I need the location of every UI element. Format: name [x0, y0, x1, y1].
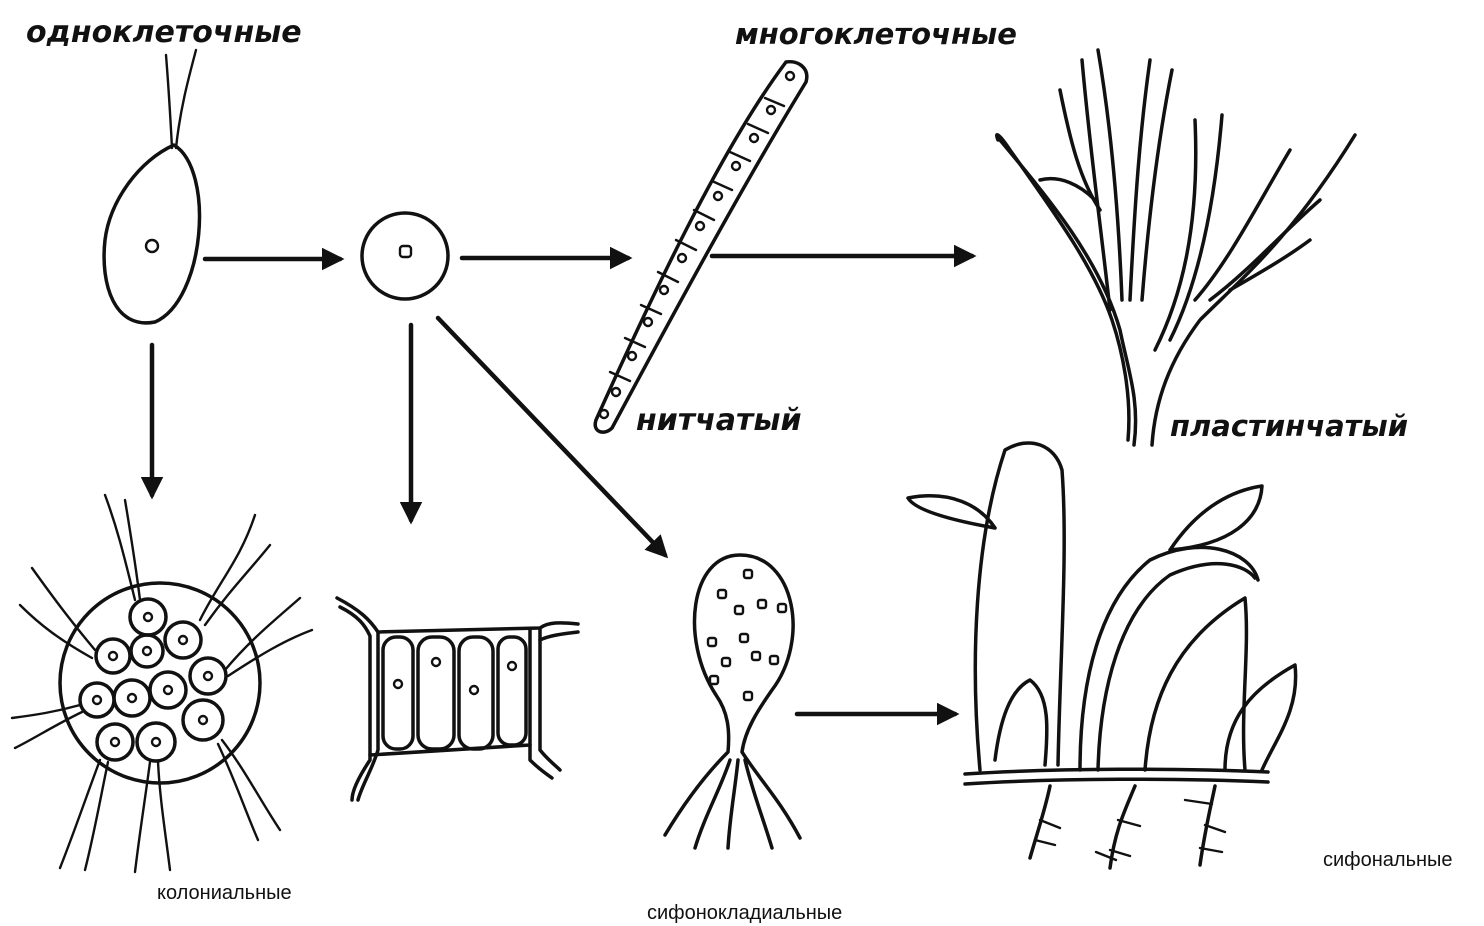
label-siphonocladial: сифонокладиальные	[647, 902, 842, 924]
stolon-top	[965, 769, 1268, 774]
leaflet-upper-right	[1170, 486, 1262, 550]
lamellar-thallus-drawing	[997, 50, 1355, 445]
cell-compartments	[383, 637, 526, 749]
rhizoid-1	[695, 760, 730, 848]
branch-f	[1155, 120, 1196, 350]
branch-d	[1142, 70, 1172, 300]
branch-i	[1210, 200, 1320, 300]
cell-body	[104, 145, 199, 323]
colony-cells	[80, 599, 226, 761]
siphonal-drawing	[908, 443, 1296, 868]
rhizoid-2	[728, 760, 738, 848]
right-branch	[540, 632, 578, 640]
flagellum-left	[166, 55, 172, 148]
label-lamellar: пластинчатый	[1170, 409, 1408, 443]
left-wall	[340, 607, 370, 800]
label-colonial: колониальные	[157, 882, 292, 904]
branch-b	[1098, 50, 1122, 300]
siphonocladial-drawing	[665, 555, 800, 848]
label-unicellular: одноклеточные	[26, 15, 302, 50]
nucleus	[400, 246, 411, 257]
top-wall	[337, 598, 578, 632]
stolon-bottom	[965, 779, 1268, 784]
filament-drawing	[595, 62, 807, 432]
label-multicellular: многоклеточные	[735, 17, 1017, 51]
siphon-nuclei	[708, 570, 786, 700]
frond-right	[1145, 598, 1246, 770]
frond-mid-inner	[1098, 564, 1255, 770]
label-siphonal: сифональные	[1323, 849, 1453, 871]
leaflet-left	[908, 496, 995, 528]
arrow-coccoid-to-siphonocladial	[438, 318, 665, 555]
filament-outline	[595, 62, 807, 432]
frond-tall	[975, 443, 1064, 770]
branch-e	[1060, 90, 1100, 210]
flagellum-right	[176, 50, 196, 148]
nucleus	[146, 240, 158, 252]
right-inner	[540, 628, 560, 770]
colonial-drawing	[12, 495, 312, 872]
frond-small-left	[995, 680, 1047, 765]
cellchain-drawing	[337, 598, 578, 800]
colony-flagella	[12, 495, 312, 872]
arrows	[152, 256, 972, 714]
nuclei	[600, 72, 794, 418]
branch-main-right	[1152, 135, 1355, 445]
coccoid-cell-drawing	[362, 213, 448, 299]
unicellular-flagellate-drawing	[104, 50, 199, 323]
label-filamentous: нитчатый	[636, 403, 802, 438]
frond-far-right	[1225, 665, 1296, 770]
branch-c	[1130, 60, 1150, 300]
rhizoid-hairs	[1035, 800, 1225, 860]
